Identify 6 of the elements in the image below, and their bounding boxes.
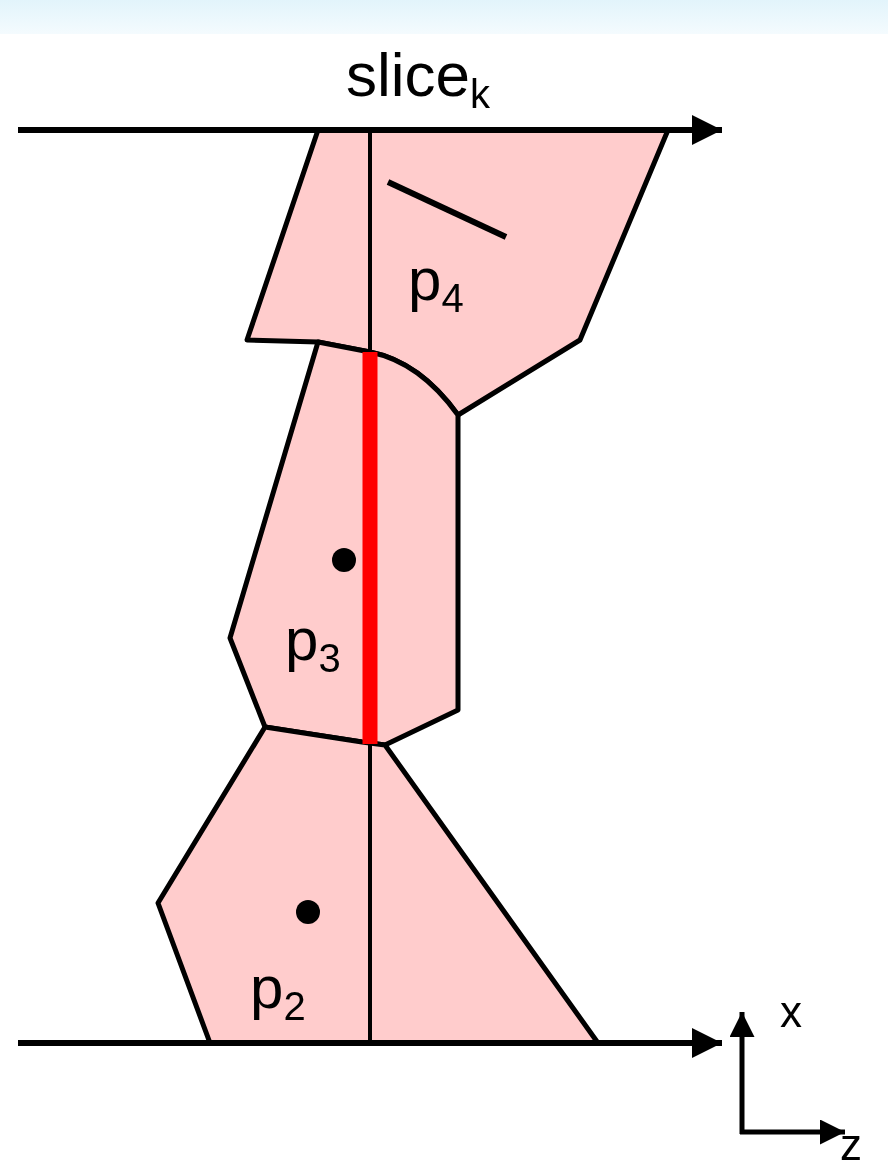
point-label: p$_{2}$ [250,958,306,1018]
point-label: p$_{3}$ [285,610,341,670]
axis-label: z [840,1123,862,1163]
slice-label: slice$_{k}$ [346,44,491,106]
axis-label: x [780,990,802,1034]
point-label: p$_{4}$ [408,250,464,310]
